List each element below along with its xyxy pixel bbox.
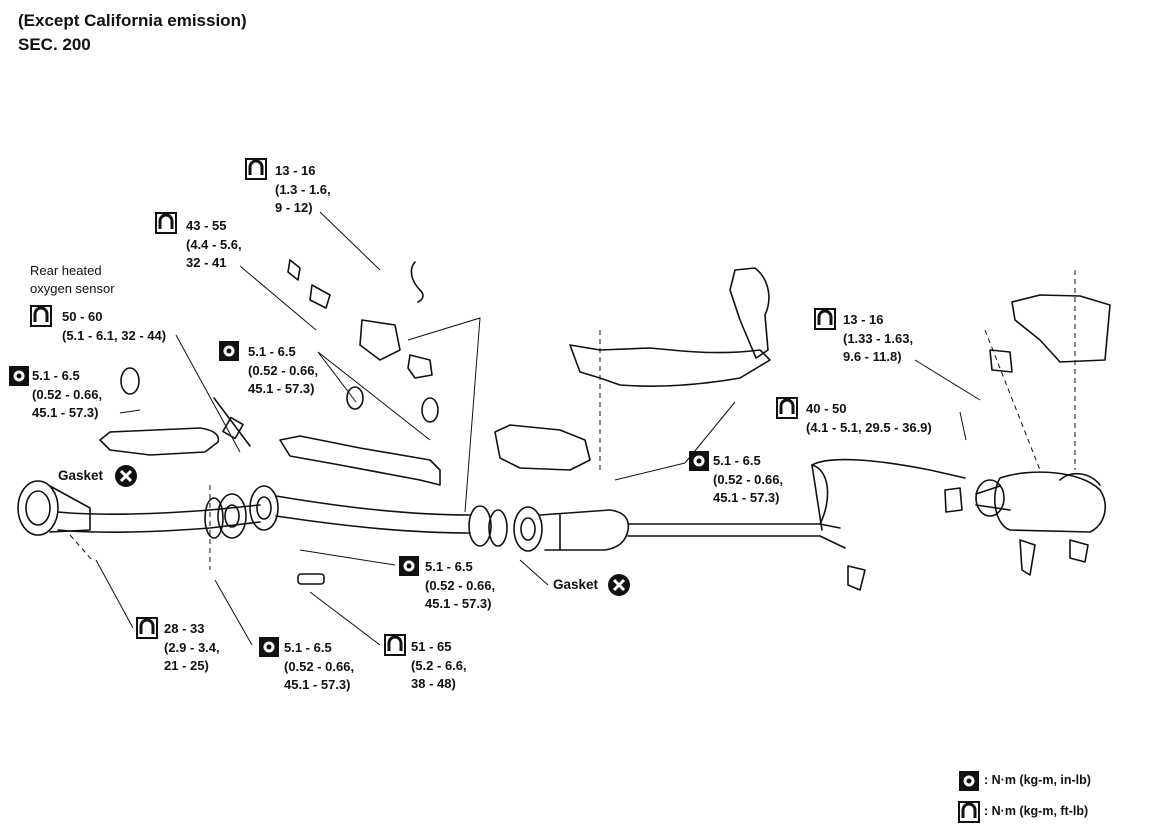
callout-line: (0.52 - 0.66, (248, 362, 319, 378)
torque-ft-lb-icon (30, 305, 52, 327)
torque-callout-28-33: 28 - 33 (2.9 - 3.4, 21 - 25) (164, 620, 220, 676)
torque-in-lb-icon (689, 451, 709, 471)
callout-line: (0.52 - 0.66, (284, 658, 355, 674)
callout-line: 51 - 65 (411, 639, 452, 654)
torque-ft-lb-icon (136, 617, 158, 639)
callout-line: 5.1 - 6.5 (425, 559, 473, 574)
callout-line: 9.6 - 11.8) (843, 349, 902, 364)
rear-oxygen-sensor (213, 397, 251, 447)
callout-line: 45.1 - 57.3) (284, 677, 351, 692)
callout-line: 21 - 25) (164, 658, 209, 673)
torque-in-lb-icon (399, 556, 419, 576)
callout-line: 32 - 41 (186, 255, 227, 270)
torque-in-lb-icon (959, 771, 979, 791)
torque-ft-lb-icon (814, 308, 836, 330)
replace-part-icon (608, 574, 630, 596)
torque-callout-43-55: 43 - 55 (4.4 - 5.6, 32 - 41 (186, 217, 242, 273)
callout-line: (5.1 - 6.1, 32 - 44) (62, 327, 167, 343)
torque-ft-lb-icon (776, 397, 798, 419)
callout-line: (4.4 - 5.6, (186, 236, 242, 252)
callout-line: 5.1 - 6.5 (32, 368, 80, 383)
torque-in-lb-icon (259, 637, 279, 657)
callout-line: 28 - 33 (164, 621, 205, 636)
callout-line: 45.1 - 57.3) (713, 490, 780, 505)
torque-callout-5165-heatshield: 5.1 - 6.5 (0.52 - 0.66, 45.1 - 57.3) (713, 452, 783, 508)
torque-ft-lb-icon (245, 158, 267, 180)
rear-sensor-label: Rear heated oxygen sensor (30, 262, 115, 298)
callout-line: 50 - 60 (62, 309, 103, 324)
callout-line: 13 - 16 (843, 312, 884, 327)
callout-line: 43 - 55 (186, 218, 227, 233)
callout-line: (0.52 - 0.66, (713, 471, 784, 487)
torque-ft-lb-icon (958, 801, 980, 823)
callout-line: 5.1 - 6.5 (713, 453, 761, 468)
callout-line: (4.1 - 5.1, 29.5 - 36.9) (806, 419, 932, 435)
callout-line: (1.3 - 1.6, (275, 181, 331, 197)
callout-line: 45.1 - 57.3) (248, 381, 315, 396)
torque-callout-40-50: 40 - 50 (4.1 - 5.1, 29.5 - 36.9) (806, 400, 932, 437)
rear-muffler (975, 471, 1106, 533)
callout-line: 45.1 - 57.3) (425, 596, 492, 611)
gasket-label-right: Gasket (553, 577, 599, 592)
torque-ft-lb-icon (384, 634, 406, 656)
callout-line: 5.1 - 6.5 (248, 344, 296, 359)
callout-line: 40 - 50 (806, 401, 847, 416)
torque-callout-13-16-right: 13 - 16 (1.33 - 1.63, 9.6 - 11.8) (843, 311, 913, 367)
mounting-rubbers (120, 349, 1089, 591)
callout-line: (0.52 - 0.66, (425, 577, 496, 593)
torque-callout-5165-center: 5.1 - 6.5 (0.52 - 0.66, 45.1 - 57.3) (248, 343, 318, 399)
torque-callout-13-16-top: 13 - 16 (1.3 - 1.6, 9 - 12) (275, 162, 331, 218)
torque-ft-lb-icon (155, 212, 177, 234)
torque-in-lb-icon (9, 366, 29, 386)
callout-line: 9 - 12) (275, 200, 313, 215)
torque-callout-5165-bottom: 5.1 - 6.5 (0.52 - 0.66, 45.1 - 57.3) (284, 639, 354, 695)
torque-in-lb-icon (219, 341, 239, 361)
sensor-bracket-assembly (287, 259, 433, 379)
torque-callout-5165-lower: 5.1 - 6.5 (0.52 - 0.66, 45.1 - 57.3) (425, 558, 495, 614)
callout-line: 45.1 - 57.3) (32, 405, 99, 420)
torque-callout-5165-left: 5.1 - 6.5 (0.52 - 0.66, 45.1 - 57.3) (32, 367, 102, 423)
rear-sensor-line: oxygen sensor (30, 281, 115, 296)
callout-line: (5.2 - 6.6, (411, 657, 467, 673)
callout-line: 13 - 16 (275, 163, 316, 178)
center-tube (275, 495, 543, 552)
callout-line: (0.52 - 0.66, (32, 386, 103, 402)
catalyst (539, 458, 966, 551)
legend-in-lb: : N·m (kg-m, in-lb) (984, 773, 1091, 787)
torque-callout-50-60: 50 - 60 (5.1 - 6.1, 32 - 44) (62, 308, 166, 345)
callout-line: (2.9 - 3.4, (164, 639, 220, 655)
diagram-title: (Except California emission) (18, 11, 247, 30)
front-tube (57, 485, 279, 539)
callout-line: 5.1 - 6.5 (284, 640, 332, 655)
gasket-label-left: Gasket (58, 468, 104, 483)
heat-shields (99, 267, 1111, 486)
rear-sensor-line: Rear heated (30, 263, 102, 278)
callout-line: 38 - 48) (411, 676, 456, 691)
front-flange (17, 480, 91, 536)
replace-part-icon (115, 465, 137, 487)
callout-line: (1.33 - 1.63, (843, 330, 914, 346)
legend-ft-lb: : N·m (kg-m, ft-lb) (984, 804, 1089, 818)
spring-bolt (297, 573, 325, 585)
section-number: SEC. 200 (18, 35, 91, 54)
torque-callout-51-65: 51 - 65 (5.2 - 6.6, 38 - 48) (411, 638, 467, 694)
